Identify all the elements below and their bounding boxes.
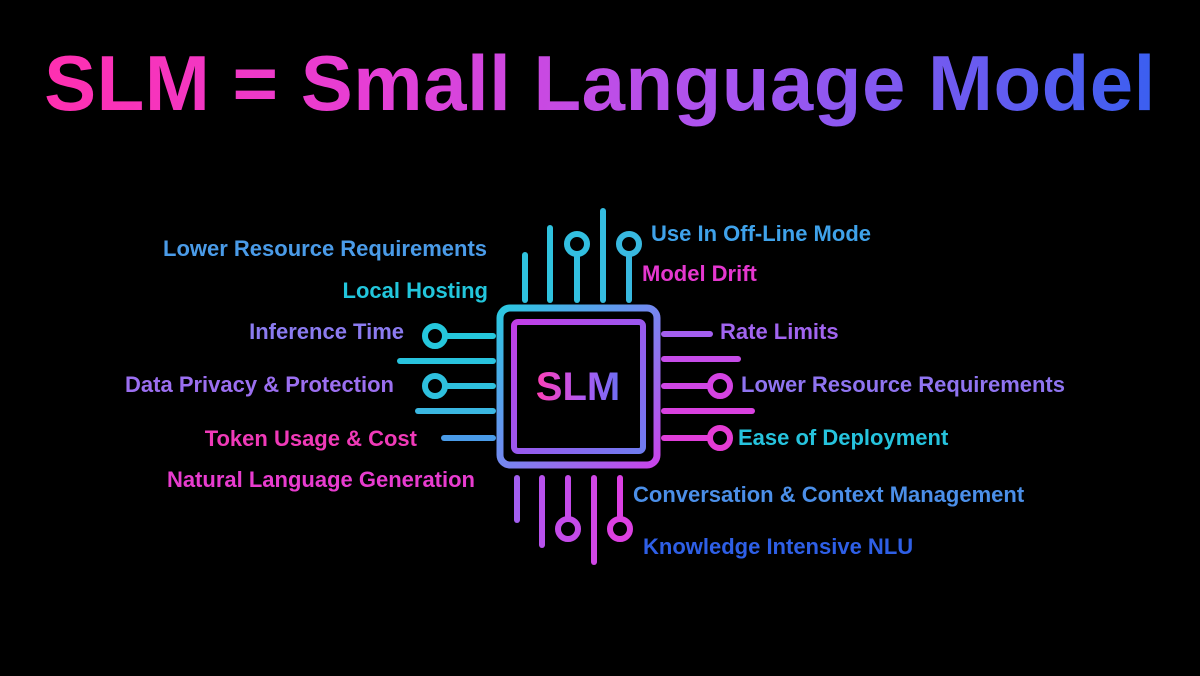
top-pin-node (616, 231, 642, 257)
label-data-privacy-protection: Data Privacy & Protection (125, 372, 394, 397)
top-pins (522, 208, 642, 303)
right-pin-node (707, 373, 733, 399)
label-lower-resource-requirements-left: Lower Resource Requirements (163, 236, 487, 261)
left-pins (397, 323, 496, 441)
right-pins (661, 331, 755, 451)
label-ease-of-deployment: Ease of Deployment (738, 425, 949, 450)
label-use-in-offline-mode: Use In Off-Line Mode (651, 221, 871, 246)
bottom-pins (514, 475, 633, 565)
left-pin-node (422, 373, 448, 399)
chip-inner-frame (511, 319, 646, 454)
page-title: SLM = Small Language Model (44, 39, 1156, 127)
label-model-drift: Model Drift (642, 261, 757, 286)
bottom-pin-node (555, 516, 581, 542)
bottom-pin-node (607, 516, 633, 542)
right-pin-node (707, 425, 733, 451)
label-knowledge-intensive-nlu: Knowledge Intensive NLU (643, 534, 914, 559)
left-pin-node (422, 323, 448, 349)
chip-outer-frame (496, 304, 661, 469)
label-local-hosting: Local Hosting (342, 278, 488, 303)
top-pin-node (564, 231, 590, 257)
label-token-usage-cost: Token Usage & Cost (204, 426, 417, 451)
label-inference-time: Inference Time (249, 319, 404, 344)
label-rate-limits: Rate Limits (720, 319, 839, 344)
label-lower-resource-requirements-right: Lower Resource Requirements (741, 372, 1065, 397)
label-conversation-context-management: Conversation & Context Management (633, 482, 1025, 507)
label-natural-language-generation: Natural Language Generation (166, 467, 475, 492)
chip-label: SLM (535, 365, 621, 409)
